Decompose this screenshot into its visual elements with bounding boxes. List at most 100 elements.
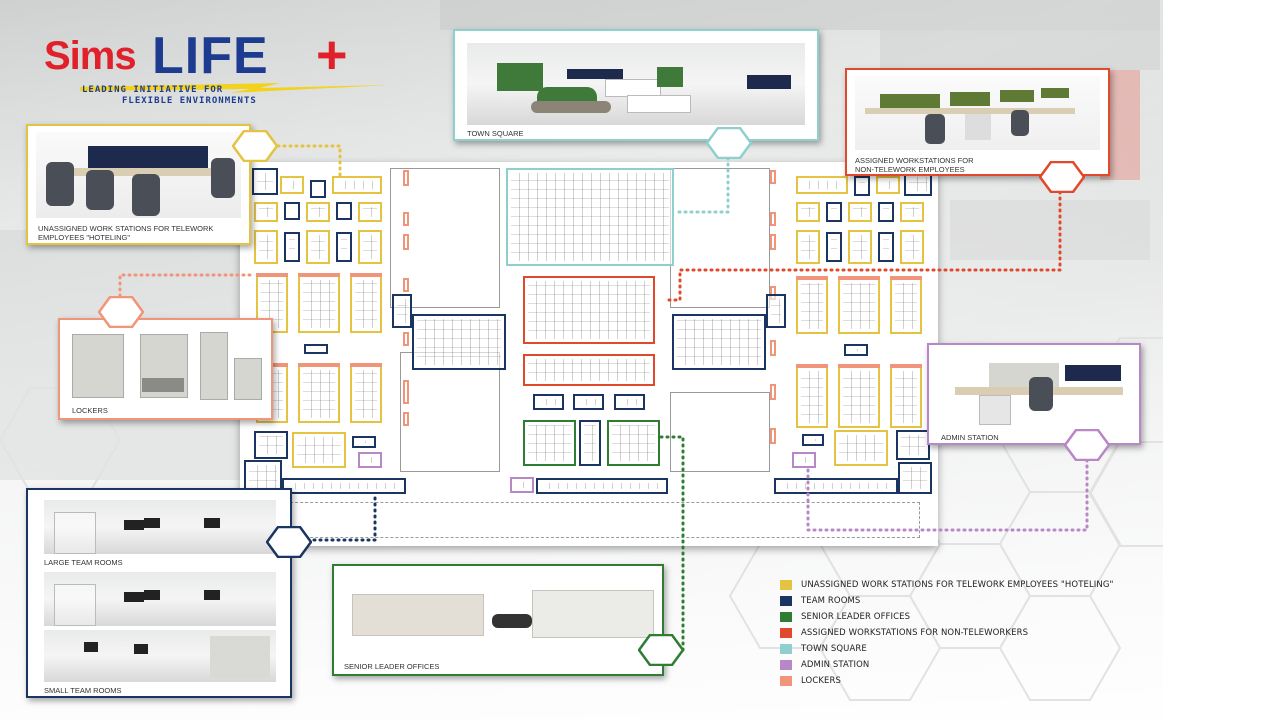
large-team-rooms-render-image-2 bbox=[44, 572, 276, 626]
team-room bbox=[878, 232, 894, 262]
hoteling-station bbox=[796, 278, 828, 334]
team-room bbox=[336, 232, 352, 262]
legend-label: LOCKERS bbox=[801, 676, 842, 686]
team-room bbox=[844, 344, 868, 356]
locker-bank bbox=[298, 363, 340, 367]
town-square-hexagon-marker bbox=[706, 127, 752, 159]
logo-life-text: LIFE bbox=[152, 27, 269, 85]
hoteling-station bbox=[292, 432, 346, 468]
team-room bbox=[766, 294, 786, 328]
admin-station bbox=[358, 452, 382, 468]
team-room bbox=[802, 434, 824, 446]
senior-leader-office bbox=[607, 420, 660, 466]
logo-plus-text: + bbox=[316, 25, 348, 85]
small-team-rooms bbox=[536, 478, 668, 494]
locker-bank bbox=[403, 380, 409, 404]
senior-offices-swatch bbox=[780, 612, 792, 622]
hoteling-station bbox=[254, 202, 278, 222]
admin-hexagon-marker bbox=[1064, 429, 1110, 461]
team-rooms-hexagon-marker bbox=[266, 526, 312, 558]
assigned-render-image bbox=[855, 76, 1100, 150]
town-square-render-image bbox=[467, 43, 805, 125]
hoteling-station bbox=[838, 278, 880, 334]
senior-offices-hexagon-marker bbox=[638, 634, 684, 666]
locker-bank bbox=[350, 363, 382, 367]
legend-item-town-square: TOWN SQUARE bbox=[780, 641, 1114, 657]
lockers-swatch bbox=[780, 676, 792, 686]
assigned-swatch bbox=[780, 628, 792, 638]
locker-bank bbox=[403, 412, 409, 426]
hoteling-station bbox=[900, 230, 924, 264]
locker-bank bbox=[298, 273, 340, 277]
hoteling-station bbox=[350, 365, 382, 423]
legend-label: ASSIGNED WORKSTATIONS FOR NON-TELEWORKER… bbox=[801, 628, 1029, 638]
locker-bank bbox=[770, 212, 776, 226]
hoteling-station bbox=[280, 176, 304, 194]
hoteling-station bbox=[796, 202, 820, 222]
team-room bbox=[252, 168, 278, 195]
core-area-wall bbox=[670, 392, 770, 472]
locker-bank bbox=[890, 364, 922, 368]
team-room bbox=[284, 232, 300, 262]
senior-offices-render-image bbox=[342, 574, 658, 640]
connector-lines bbox=[118, 144, 1089, 652]
town-square bbox=[506, 168, 674, 266]
admin-swatch bbox=[780, 660, 792, 670]
hoteling-station bbox=[306, 230, 330, 264]
hoteling-swatch bbox=[780, 580, 792, 590]
hoteling-station bbox=[358, 202, 382, 222]
legend-label: SENIOR LEADER OFFICES bbox=[801, 612, 911, 622]
team-room bbox=[878, 202, 894, 222]
team-room bbox=[826, 232, 842, 262]
team-room bbox=[304, 344, 328, 354]
assigned-caption-line1: ASSIGNED WORKSTATIONS FOR bbox=[855, 156, 974, 165]
hoteling-caption-line2: EMPLOYEES "HOTELING" bbox=[38, 233, 131, 242]
hoteling-station bbox=[298, 275, 340, 333]
legend-label: TEAM ROOMS bbox=[801, 596, 861, 606]
team-room bbox=[854, 176, 870, 196]
small-team-rooms bbox=[282, 478, 406, 494]
hoteling-station bbox=[848, 202, 872, 222]
callout-hoteling: UNASSIGNED WORK STATIONS FOR TELEWORK EM… bbox=[26, 124, 251, 245]
locker-bank bbox=[770, 428, 776, 444]
admin-render-image bbox=[929, 345, 1139, 435]
admin-caption: ADMIN STATION bbox=[941, 433, 999, 442]
hoteling-station bbox=[254, 230, 278, 264]
hoteling-station bbox=[796, 176, 848, 194]
hoteling-station bbox=[796, 366, 828, 428]
team-rooms-swatch bbox=[780, 596, 792, 606]
locker-bank bbox=[350, 273, 382, 277]
callout-assigned-workstations: ASSIGNED WORKSTATIONS FOR NON-TELEWORK E… bbox=[845, 68, 1110, 176]
locker-bank bbox=[403, 170, 409, 186]
legend-item-hoteling: UNASSIGNED WORK STATIONS FOR TELEWORK EM… bbox=[780, 577, 1114, 593]
hoteling-station bbox=[358, 230, 382, 264]
legend-item-lockers: LOCKERS bbox=[780, 673, 1114, 689]
admin-station bbox=[510, 477, 534, 493]
callout-team-rooms: LARGE TEAM ROOMS SMALL TEAM ROOMS bbox=[26, 488, 292, 698]
locker-bank bbox=[770, 384, 776, 400]
legend-label: ADMIN STATION bbox=[801, 660, 870, 670]
callout-town-square: TOWN SQUARE bbox=[453, 29, 819, 141]
hoteling-station bbox=[306, 202, 330, 222]
legend-item-assigned-workstations: ASSIGNED WORKSTATIONS FOR NON-TELEWORKER… bbox=[780, 625, 1114, 641]
team-room bbox=[614, 394, 645, 410]
logo-sims-text: Sims bbox=[44, 34, 137, 78]
logo-tagline-line1: LEADING INITIATIVE FOR bbox=[82, 85, 224, 95]
team-room bbox=[533, 394, 564, 410]
team-room bbox=[896, 430, 930, 460]
locker-bank bbox=[770, 170, 776, 184]
senior-leader-office bbox=[523, 420, 576, 466]
locker-bank bbox=[838, 276, 880, 280]
lightning-bolt-icon bbox=[80, 83, 390, 93]
team-room bbox=[254, 431, 288, 459]
hoteling-caption-line1: UNASSIGNED WORK STATIONS FOR TELEWORK bbox=[38, 224, 214, 233]
team-room bbox=[392, 294, 412, 328]
legend-item-admin-station: ADMIN STATION bbox=[780, 657, 1114, 673]
legend-label: TOWN SQUARE bbox=[801, 644, 867, 654]
simslife-logo: Sims LIFE + LEADING INITIATIVE FOR FLEXI… bbox=[40, 25, 390, 108]
lockers-hexagon-marker bbox=[98, 296, 144, 328]
locker-bank bbox=[770, 234, 776, 250]
hoteling-station bbox=[848, 230, 872, 264]
hoteling-station bbox=[350, 275, 382, 333]
hoteling-render-image bbox=[36, 132, 241, 218]
